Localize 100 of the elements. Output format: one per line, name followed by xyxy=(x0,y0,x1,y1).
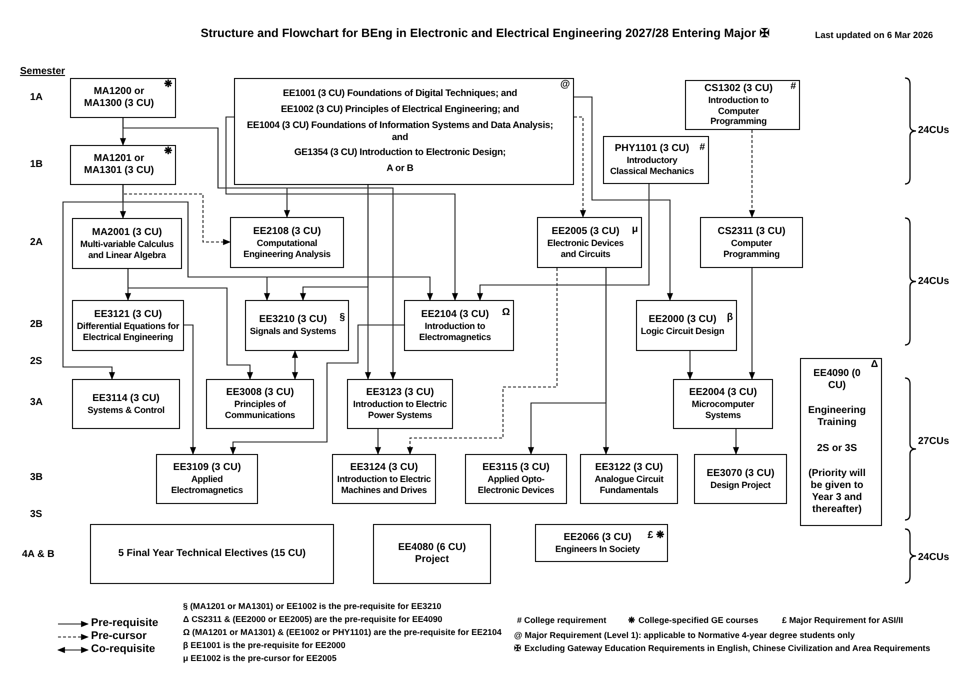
footnote-symbol: ❋ xyxy=(164,147,172,157)
footnote: μ EE1002 is the pre-cursor for EE2005 xyxy=(183,653,337,663)
course-box xyxy=(206,379,314,429)
course-title: Introduction to Computer Programming xyxy=(707,94,770,128)
legend-label: Co-requisite xyxy=(91,643,156,655)
course-code: EE1001 (3 CU) Foundations of Digital Techniques; and xyxy=(282,88,518,100)
arrow xyxy=(374,429,382,455)
footnote: β EE1001 is the pre-requisite for EE2000 xyxy=(183,640,346,650)
course-box xyxy=(90,524,334,584)
footnote: ❋ College-specified GE courses xyxy=(628,615,758,625)
arrow xyxy=(127,269,254,380)
course-code: EE3115 (3 CU) xyxy=(482,462,550,474)
arrow xyxy=(184,324,196,455)
course-title: A or B xyxy=(386,163,414,176)
course-code: EE4080 (6 CU) xyxy=(398,542,466,554)
semester-label: 3B xyxy=(30,472,43,483)
course-box xyxy=(800,358,882,526)
arrow xyxy=(406,268,558,455)
course-code: EE3123 (3 CU) xyxy=(366,387,434,400)
credit-total: 27CUs xyxy=(918,436,950,447)
course-code: CS1302 (3 CU) xyxy=(704,82,773,95)
footnote: # College requirement xyxy=(517,615,606,625)
update-note: Last updated on 6 Mar 2026 xyxy=(815,30,934,40)
course-code: EE3122 (3 CU) xyxy=(595,462,663,474)
arrow xyxy=(476,184,650,301)
course-code: EE2066 (3 CU) xyxy=(564,532,632,544)
credit-total: 24CUs xyxy=(918,552,950,563)
course-title: Introductory Classical Mechanics xyxy=(609,155,695,177)
course-box xyxy=(404,300,514,351)
arrow xyxy=(748,130,756,218)
legend-label: Pre-cursor xyxy=(91,630,147,642)
course-code: EE3121 (3 CU) xyxy=(94,308,162,321)
course-code: EE3210 (3 CU) xyxy=(259,314,327,326)
course-box xyxy=(70,145,176,185)
course-title: Computational Engineering Analysis xyxy=(242,238,332,260)
course-title: GE1354 (3 CU) Introduction to Electronic Design; xyxy=(294,147,506,160)
arrow xyxy=(292,350,298,380)
footnote-symbol: # xyxy=(790,82,796,92)
course-box xyxy=(72,218,182,269)
footnote-symbol: μ xyxy=(632,225,638,236)
course-code: MA2001 (3 CU) xyxy=(92,226,162,239)
course-title: Engineers In Society xyxy=(555,544,640,554)
course-title: Applied Electromagnetics xyxy=(170,474,244,496)
course-code: PHY1101 (3 CU) xyxy=(614,143,690,156)
course-code: EE2004 (3 CU) xyxy=(689,387,757,400)
course-title: Differential Equations for Electrical Engineering xyxy=(76,320,180,342)
course-title: Systems & Control xyxy=(87,404,165,416)
semester-label: 3A xyxy=(30,397,43,408)
arrow xyxy=(748,268,756,380)
course-code: EE3124 (3 CU) xyxy=(350,462,418,474)
course-title: Introduction to Electromagnetics xyxy=(418,320,492,342)
course-code: EE2000 (3 CU) xyxy=(648,314,716,326)
footnote-symbol: @ xyxy=(560,80,570,90)
course-code: EE4090 (0 CU) xyxy=(812,368,862,392)
course-box xyxy=(685,80,800,130)
course-box xyxy=(373,524,491,584)
arrow xyxy=(122,185,434,301)
footnote-symbol: ❋ xyxy=(164,80,172,90)
arrow xyxy=(686,351,694,380)
course-title: Logic Circuit Design xyxy=(640,326,724,337)
course-title: Introduction to Electric Power Systems xyxy=(352,399,448,421)
arrow xyxy=(230,324,404,455)
footnote-symbol: § xyxy=(339,313,345,324)
arrow xyxy=(225,116,458,301)
course-box xyxy=(465,454,567,504)
course-box xyxy=(72,379,180,429)
diagram-title: Structure and Flowchart for BEng in Electronic and Electrical Engineering 2027/28 Entering Major ✠ xyxy=(200,25,770,42)
course-code: EE2005 (3 CU) xyxy=(552,226,620,238)
semester-label: 2B xyxy=(30,319,43,330)
course-box xyxy=(347,379,453,429)
semester-label: 4A & B xyxy=(22,549,54,560)
semester-label: 1B xyxy=(30,159,43,170)
section-heading: Semester xyxy=(20,66,66,77)
footnote: Ω (MA1201 or MA1301) & (EE1002 or PHY1101) are the pre-requisite for EE2104 xyxy=(183,627,502,637)
course-title: Design Project xyxy=(710,480,771,490)
course-box xyxy=(535,524,668,562)
course-code: EE3109 (3 CU) xyxy=(173,462,241,474)
course-box xyxy=(603,136,709,184)
course-title: Computer Programming xyxy=(722,238,781,260)
course-code: EE3070 (3 CU) xyxy=(706,468,774,480)
course-code: MA1201 or MA1301 (3 CU) xyxy=(82,153,156,177)
course-title: EE1002 (3 CU) Principles of Electrical Engineering; and xyxy=(280,104,520,116)
course-title: Electronic Devices and Circuits xyxy=(546,238,625,260)
course-code: EE2108 (3 CU) xyxy=(253,226,321,238)
credit-total: 24CUs xyxy=(918,125,950,136)
course-title: Project xyxy=(415,554,449,566)
course-code: EE2104 (3 CU) xyxy=(421,308,489,321)
footnote: Δ CS2311 & (EE2000 or EE2005) are the pre-requisite for EE4090 xyxy=(183,614,442,624)
course-title: Multi-variable Calculus and Linear Algebra xyxy=(79,238,175,260)
arrow xyxy=(300,185,369,301)
course-code: EE3114 (3 CU) xyxy=(92,392,160,405)
course-title: Introduction to Electric Machines and Drives xyxy=(336,474,432,496)
course-box xyxy=(537,217,642,268)
course-title: (Priority will be given to Year 3 and thereafter) xyxy=(807,468,867,516)
course-title: Principles of Communications xyxy=(224,399,296,421)
footnote-symbol: £ ❋ xyxy=(648,530,664,541)
semester-label: 2S xyxy=(30,356,42,367)
course-box xyxy=(673,379,773,429)
course-box xyxy=(332,454,436,504)
semester-label: 2A xyxy=(30,237,43,248)
